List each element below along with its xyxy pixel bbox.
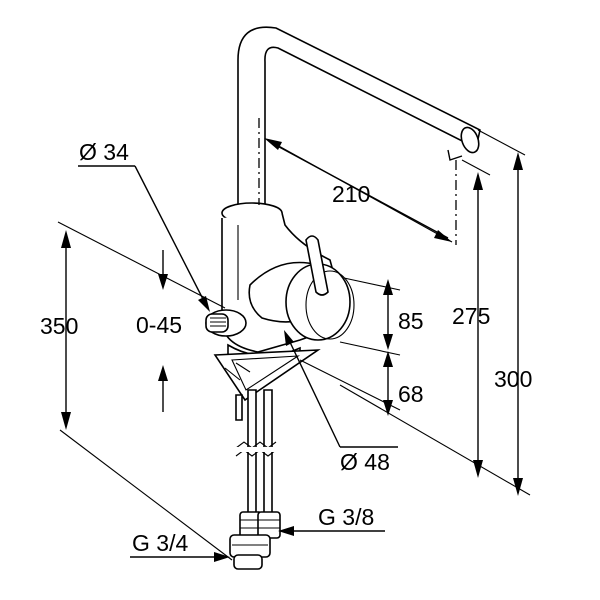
supply-hose-left xyxy=(247,389,257,521)
mounting-bracket xyxy=(213,349,321,402)
label-diameter-48: Ø 48 xyxy=(340,449,390,475)
label-68: 68 xyxy=(398,381,424,407)
dimension-210 xyxy=(264,138,452,242)
label-85: 85 xyxy=(398,308,424,334)
label-275: 275 xyxy=(452,303,490,329)
aerator xyxy=(447,149,463,161)
label-0-45: 0-45 xyxy=(136,312,182,338)
supply-hose-right xyxy=(263,389,273,521)
cartridge-face xyxy=(305,270,355,340)
leader-lines xyxy=(78,165,398,562)
dimension-85 xyxy=(383,279,393,350)
dimension-350 xyxy=(61,230,71,430)
hose-fittings xyxy=(229,511,281,570)
label-g-3-4: G 3/4 xyxy=(132,530,188,556)
threaded-rod xyxy=(235,394,243,421)
swivel-knob xyxy=(205,309,247,337)
label-300: 300 xyxy=(494,366,532,392)
dimension-0-45 xyxy=(158,250,168,412)
dimension-300 xyxy=(513,152,523,496)
label-210: 210 xyxy=(332,181,370,207)
faucet-illustration xyxy=(205,26,481,570)
dimension-275 xyxy=(473,172,483,478)
label-diameter-34: Ø 34 xyxy=(79,139,129,165)
lever-handle xyxy=(305,235,329,296)
spout-tip xyxy=(460,126,480,154)
dimension-68 xyxy=(383,351,393,416)
label-350: 350 xyxy=(40,313,78,339)
label-g-3-8: G 3/8 xyxy=(318,504,374,530)
mounting-bracket-inner xyxy=(231,355,301,391)
